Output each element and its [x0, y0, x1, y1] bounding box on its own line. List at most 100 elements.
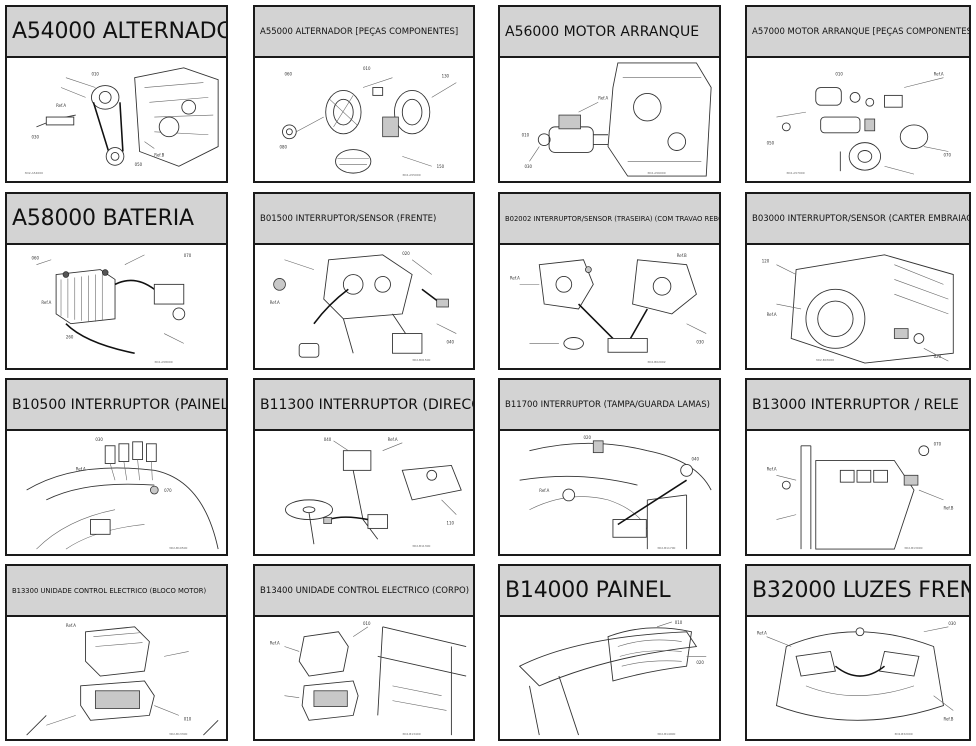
svg-text:3D2-A58000: 3D2-A58000 [154, 360, 172, 364]
card-title: B01500 INTERRUPTOR/SENSOR (FRENTE) [255, 194, 473, 245]
svg-text:Ref.A: Ref.A [539, 488, 549, 493]
svg-text:Ref.B: Ref.B [943, 716, 953, 721]
svg-text:070: 070 [943, 152, 951, 157]
svg-text:Ref.A: Ref.A [41, 300, 51, 305]
svg-text:3D2-A57000: 3D2-A57000 [786, 171, 804, 175]
svg-text:030: 030 [696, 339, 704, 344]
svg-text:Ref.A: Ref.A [388, 437, 398, 442]
card-title: B02002 INTERRUPTOR/SENSOR (TRASEIRA) (CO… [500, 194, 719, 245]
svg-text:3D2-B13000: 3D2-B13000 [904, 546, 922, 550]
svg-text:010: 010 [363, 621, 371, 626]
svg-text:3D2-B11700: 3D2-B11700 [657, 546, 675, 550]
svg-text:010: 010 [522, 133, 530, 138]
catalog-card-a57000[interactable]: A57000 MOTOR ARRANQUE [PEÇAS COMPONENTES… [745, 5, 971, 183]
svg-text:030: 030 [948, 621, 956, 626]
svg-text:Ref.B: Ref.B [943, 506, 953, 511]
svg-text:Ref.A: Ref.A [270, 300, 280, 305]
parts-diagram-image: 040 Ref.A 110 3D2-B11300 [255, 431, 473, 554]
svg-text:3D2-B13300: 3D2-B13300 [169, 732, 187, 736]
parts-diagram-image: Ref.A Ref.B 030 3D2-B02002 [500, 245, 719, 368]
catalog-card-b13400[interactable]: B13400 UNIDADE CONTROL ELECTRICO (CORPO)… [253, 564, 475, 741]
svg-text:Ref.A: Ref.A [270, 641, 280, 646]
svg-text:040: 040 [446, 339, 454, 344]
svg-text:Ref.A: Ref.A [757, 631, 767, 636]
svg-text:3D2-B10500: 3D2-B10500 [169, 546, 187, 550]
svg-text:3D2-B02002: 3D2-B02002 [647, 360, 665, 364]
svg-text:040: 040 [324, 437, 332, 442]
catalog-card-b32000[interactable]: B32000 LUZES FRENTE Ref.A 030 Ref.B 3D2-B… [745, 564, 971, 741]
svg-text:010: 010 [675, 620, 683, 625]
svg-text:Ref.A: Ref.A [66, 623, 76, 628]
catalog-card-a55000[interactable]: A55000 ALTERNADOR [PEÇAS COMPONENTES] 06… [253, 5, 475, 183]
card-title: B11700 INTERRUPTOR (TAMPA/GUARDA LAMAS) [500, 380, 719, 431]
svg-text:3D2-B01500: 3D2-B01500 [412, 358, 430, 362]
svg-text:3D2-A54000: 3D2-A54000 [25, 171, 43, 175]
svg-text:Ref.A: Ref.A [76, 466, 86, 471]
svg-text:Ref.A: Ref.A [56, 103, 66, 108]
svg-text:020: 020 [934, 354, 942, 359]
svg-text:030: 030 [95, 437, 103, 442]
card-title: B10500 INTERRUPTOR (PAINEL) [7, 380, 226, 431]
svg-text:010: 010 [184, 716, 192, 721]
svg-text:260: 260 [66, 334, 74, 339]
svg-text:070: 070 [184, 253, 192, 258]
svg-text:3D2-B13400: 3D2-B13400 [402, 732, 420, 736]
svg-text:110: 110 [446, 520, 454, 525]
svg-text:Ref.B: Ref.B [677, 253, 687, 258]
catalog-card-b02002[interactable]: B02002 INTERRUPTOR/SENSOR (TRASEIRA) (CO… [498, 192, 721, 370]
svg-text:150: 150 [437, 164, 445, 169]
svg-text:050: 050 [767, 141, 775, 146]
svg-text:020: 020 [402, 251, 410, 256]
svg-text:020: 020 [583, 435, 591, 440]
catalog-card-b11700[interactable]: B11700 INTERRUPTOR (TAMPA/GUARDA LAMAS) … [498, 378, 721, 556]
card-title: A58000 BATERIA [7, 194, 226, 245]
card-title: B14000 PAINEL [500, 566, 719, 617]
svg-text:3D2-A55000: 3D2-A55000 [402, 173, 420, 177]
card-title: B13300 UNIDADE CONTROL ELECTRICO (BLOCO … [7, 566, 226, 617]
catalog-card-b01500[interactable]: B01500 INTERRUPTOR/SENSOR (FRENTE) Ref.A… [253, 192, 475, 370]
svg-text:3D2-B03000: 3D2-B03000 [816, 358, 834, 362]
parts-diagram-image: Ref.A 020 040 3D2-B01500 [255, 245, 473, 368]
svg-text:010: 010 [835, 72, 843, 77]
svg-text:030: 030 [525, 164, 533, 169]
card-title: B32000 LUZES FRENTE [747, 566, 969, 617]
svg-text:Ref.A: Ref.A [598, 95, 608, 100]
svg-text:060: 060 [32, 256, 40, 261]
catalog-card-b11300[interactable]: B11300 INTERRUPTOR (DIRECÇÃO) 040 Ref.A 1… [253, 378, 475, 556]
svg-text:3D2-A56000: 3D2-A56000 [647, 171, 665, 175]
svg-text:Ref.A: Ref.A [510, 275, 520, 280]
svg-text:030: 030 [32, 135, 40, 140]
svg-text:010: 010 [363, 66, 371, 71]
card-title: B13400 UNIDADE CONTROL ELECTRICO (CORPO) [255, 566, 473, 617]
svg-text:080: 080 [280, 145, 288, 150]
catalog-card-b13300[interactable]: B13300 UNIDADE CONTROL ELECTRICO (BLOCO … [5, 564, 228, 741]
svg-text:060: 060 [284, 72, 292, 77]
card-title: A56000 MOTOR ARRANQUE [500, 7, 719, 58]
svg-text:3D2-B32000: 3D2-B32000 [894, 732, 912, 736]
parts-diagram-image: Ref.A 010 3D2-B13300 [7, 617, 226, 739]
svg-text:3D2-B11300: 3D2-B11300 [412, 544, 430, 548]
svg-text:050: 050 [135, 162, 143, 167]
svg-text:020: 020 [696, 660, 704, 665]
parts-diagram-image: Ref.A 030 Ref.B 3D2-B32000 [747, 617, 969, 739]
svg-text:Ref.A: Ref.A [767, 312, 777, 317]
catalog-card-b03000[interactable]: B03000 INTERRUPTOR/SENSOR (CARTER EMBRAI… [745, 192, 971, 370]
svg-text:040: 040 [692, 457, 700, 462]
card-title: B11300 INTERRUPTOR (DIRECÇÃO) [255, 380, 473, 431]
svg-text:Ref.A: Ref.A [934, 72, 944, 77]
svg-text:Ref.B: Ref.B [154, 152, 164, 157]
svg-text:070: 070 [164, 488, 172, 493]
catalog-card-a56000[interactable]: A56000 MOTOR ARRANQUE Ref.A 010 030 3D2-A… [498, 5, 721, 183]
